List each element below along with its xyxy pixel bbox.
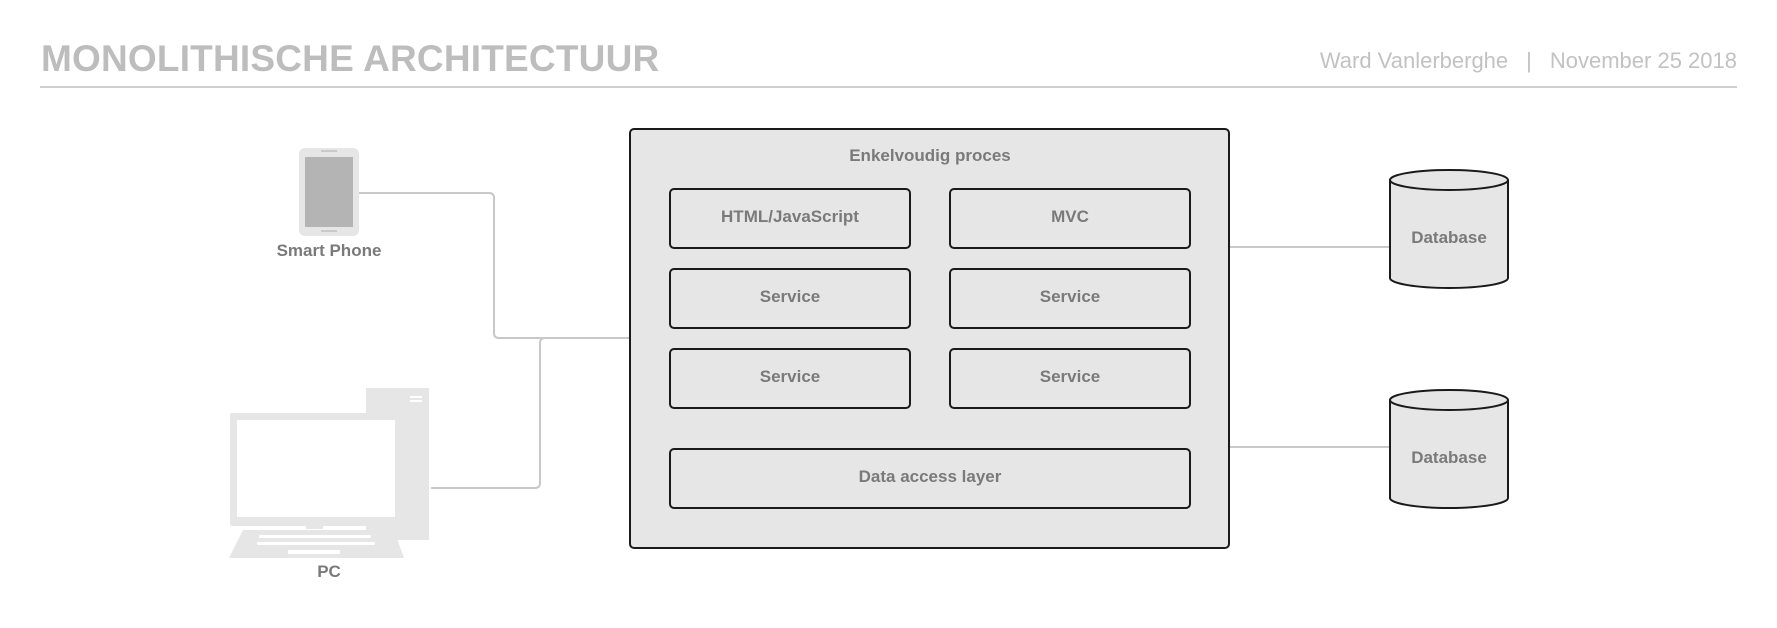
pc-icon xyxy=(229,388,429,558)
smartphone-label: Smart Phone xyxy=(277,241,382,260)
module-service: Service xyxy=(949,348,1191,409)
module-label: MVC xyxy=(1051,207,1089,226)
module-label: Service xyxy=(760,367,821,386)
data-access-layer: Data access layer xyxy=(669,448,1191,509)
meta-separator: | xyxy=(1526,48,1532,73)
pc-label: PC xyxy=(317,562,341,581)
module-label: HTML/JavaScript xyxy=(721,207,859,226)
module-label: Service xyxy=(1040,367,1101,386)
data-access-label: Data access layer xyxy=(859,467,1002,486)
process-title: Enkelvoudig proces xyxy=(849,146,1011,165)
pc-connector xyxy=(431,337,546,489)
module-service: Service xyxy=(949,268,1191,329)
author-name: Ward Vanlerberghe xyxy=(1319,48,1509,73)
diagram-date: November 25 2018 xyxy=(1549,48,1737,73)
header-rule xyxy=(40,86,1737,88)
module-service: Service xyxy=(669,348,911,409)
database-label: Database xyxy=(1411,448,1487,467)
module-html-js: HTML/JavaScript xyxy=(669,188,911,249)
module-service: Service xyxy=(669,268,911,329)
module-mvc: MVC xyxy=(949,188,1191,249)
database-icon: Database xyxy=(1389,389,1509,509)
database-icon: Database xyxy=(1389,169,1509,289)
smartphone-icon xyxy=(299,148,359,236)
phone-connector xyxy=(359,192,630,339)
header-meta: Ward Vanlerberghe | November 25 2018 xyxy=(1320,48,1737,74)
module-label: Service xyxy=(1040,287,1101,306)
connectors xyxy=(359,192,1390,489)
page-title: MONOLITHISCHE ARCHITECTUUR xyxy=(41,38,660,79)
database-label: Database xyxy=(1411,228,1487,247)
module-label: Service xyxy=(760,287,821,306)
